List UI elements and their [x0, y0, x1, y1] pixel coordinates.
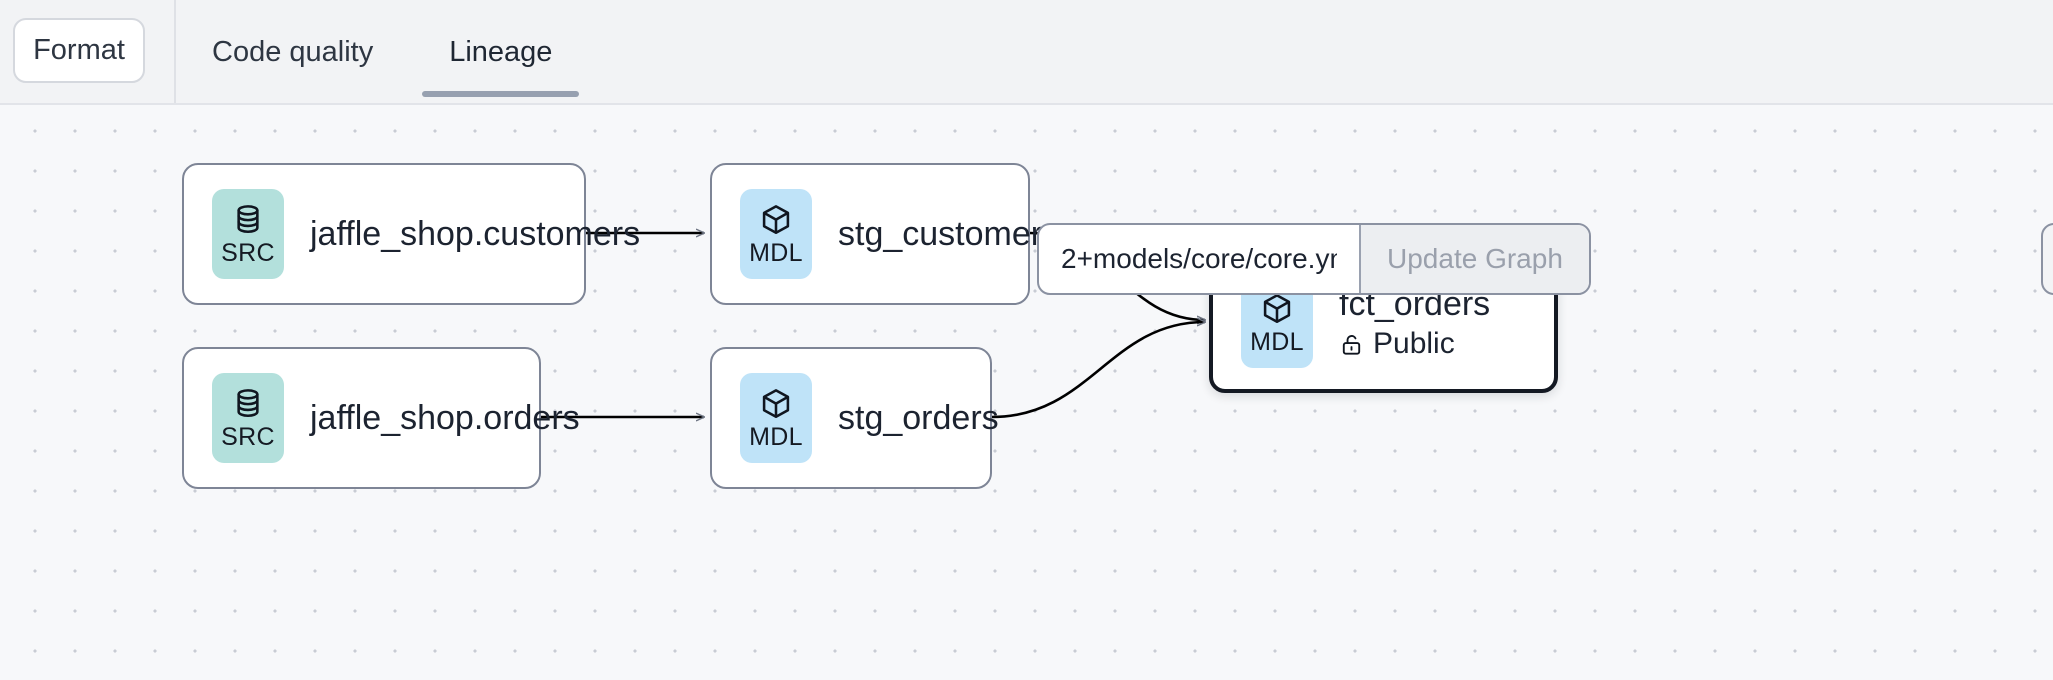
node-text-group: jaffle_shop.customers [310, 215, 640, 253]
header-bottom-border [0, 103, 2053, 105]
node-badge-mdl: MDL [740, 189, 812, 279]
node-title: stg_customers [838, 214, 1060, 253]
unlock-icon [1342, 334, 1361, 355]
cube-icon [762, 389, 790, 419]
node-access-row: Public [1339, 327, 1490, 361]
database-icon [237, 205, 259, 234]
graph-selector-control: Update Graph [1037, 223, 1591, 295]
lineage-canvas[interactable]: SRC jaffle_shop.customers MDL stg_custom… [0, 105, 2053, 680]
node-text-group: stg_orders [838, 399, 999, 437]
edge-stg-orders-to-fct-orders [991, 322, 1205, 419]
node-badge-label: MDL [1250, 328, 1304, 356]
format-button[interactable]: Format [13, 18, 145, 83]
node-text-group: jaffle_shop.orders [310, 399, 580, 437]
node-badge-mdl: MDL [740, 373, 812, 463]
node-title: jaffle_shop.orders [310, 398, 580, 437]
lineage-node-jaffle-shop-customers[interactable]: SRC jaffle_shop.customers [182, 163, 640, 305]
node-badge-src: SRC [212, 373, 284, 463]
lineage-node-jaffle-shop-orders[interactable]: SRC jaffle_shop.orders [182, 347, 580, 489]
tab-lineage[interactable]: Lineage [411, 0, 590, 104]
node-text-group: fct_orders Public [1339, 285, 1490, 361]
side-control-partial[interactable] [2041, 223, 2053, 295]
node-badge-src: SRC [212, 189, 284, 279]
node-badge-label: SRC [221, 239, 275, 267]
update-graph-button[interactable]: Update Graph [1361, 225, 1589, 293]
database-icon [237, 389, 259, 418]
lineage-node-stg-orders[interactable]: MDL stg_orders [710, 347, 999, 489]
node-access-label: Public [1373, 327, 1455, 361]
cube-icon [762, 205, 790, 235]
node-badge-label: MDL [749, 239, 803, 267]
graph-selector-input[interactable] [1039, 225, 1359, 293]
node-title: stg_orders [838, 398, 999, 437]
node-badge-label: SRC [221, 423, 275, 451]
tab-code-quality[interactable]: Code quality [212, 35, 374, 68]
lineage-node-stg-customers[interactable]: MDL stg_customers [710, 163, 1059, 305]
header-divider [174, 0, 176, 104]
control-divider [1359, 225, 1361, 293]
node-badge-label: MDL [749, 423, 803, 451]
node-text-group: stg_customers [838, 215, 1059, 253]
toolbar-header: Format Code quality Lineage [0, 0, 2053, 105]
node-title: jaffle_shop.customers [310, 214, 641, 253]
tab-bar: Code quality Lineage [174, 0, 590, 104]
cube-icon [1263, 294, 1291, 324]
